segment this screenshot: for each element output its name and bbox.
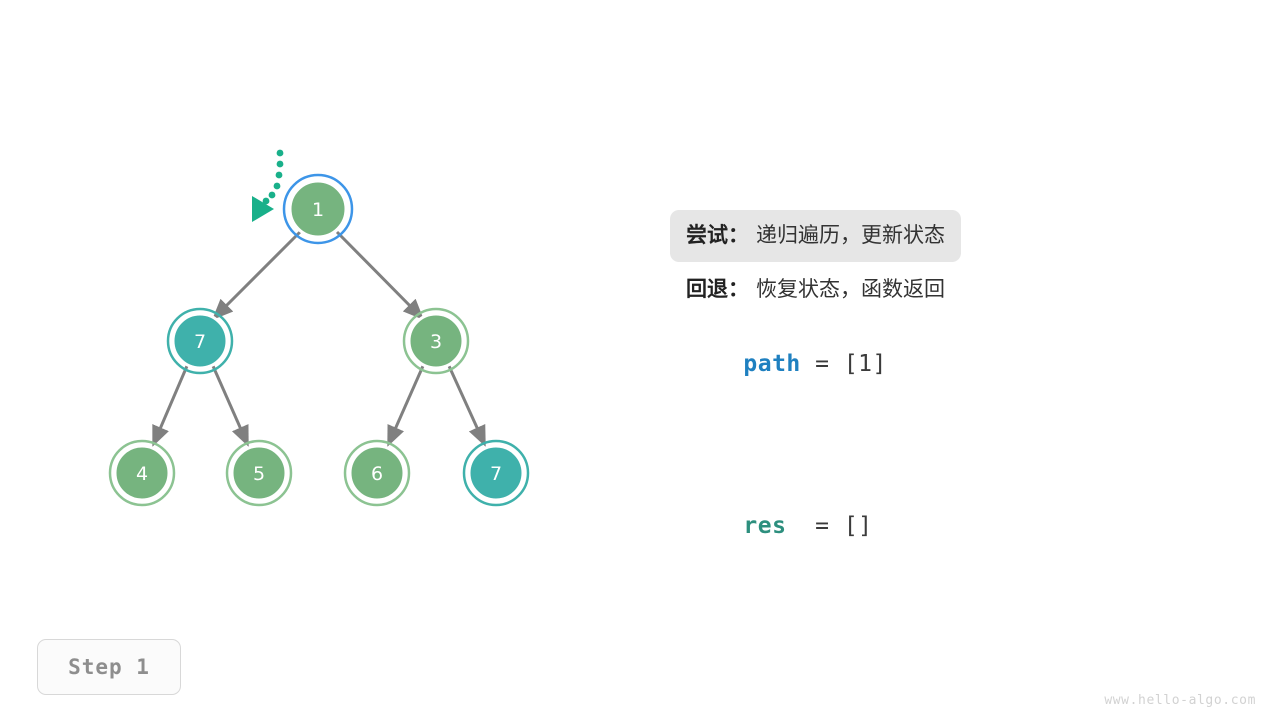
hint-back-text: 恢复状态，函数返回 <box>756 276 945 301</box>
variable-res-equals: = <box>786 513 844 540</box>
watermark: www.hello-algo.com <box>1104 693 1256 708</box>
node-3-circle <box>407 312 465 370</box>
node-5-circle <box>230 444 288 502</box>
variable-res-line: res = [] <box>686 487 1246 565</box>
tree-node-4[interactable]: 4 <box>108 439 176 507</box>
pointer-dot <box>273 182 281 190</box>
node-1-circle <box>288 179 348 239</box>
variable-path-name: path <box>743 351 801 378</box>
edge-7-to-4 <box>152 365 189 447</box>
node-7-left-ring <box>166 307 234 375</box>
pointer-triangle-icon <box>252 196 274 222</box>
variable-path-equals: = <box>800 351 844 378</box>
edge-3-to-7 <box>447 365 486 447</box>
tree-node-7-left[interactable]: 7 <box>166 307 234 375</box>
pointer-dot <box>268 191 276 199</box>
hint-back-row: 回退： 恢复状态，函数返回 <box>686 264 1246 316</box>
hint-try-text: 递归遍历，更新状态 <box>756 223 945 247</box>
pointer-dot <box>262 197 270 205</box>
hint-back-label: 回退： <box>686 276 749 301</box>
info-panel: 尝试： 递归遍历，更新状态 回退： 恢复状态，函数返回 path = [1] r… <box>670 210 1246 565</box>
tree-node-3[interactable]: 3 <box>402 307 470 375</box>
pointer-trail <box>262 149 284 205</box>
variable-path-value: [1] <box>843 351 887 378</box>
tree-diagram: 1 7 3 4 5 6 <box>0 0 620 720</box>
variable-res-value: [] <box>843 513 873 540</box>
step-badge: Step 1 <box>37 639 181 695</box>
node-3-ring <box>402 307 470 375</box>
variable-res-name: res <box>743 513 787 540</box>
variable-path-line: path = [1] <box>686 325 1246 403</box>
node-1-highlight-ring <box>282 173 354 245</box>
edge-1-to-7 <box>212 230 302 320</box>
edge-7-to-5 <box>211 365 249 447</box>
pointer-dot <box>276 149 284 157</box>
pointer-dot <box>276 160 284 168</box>
tree-edges <box>152 230 486 447</box>
edge-3-to-6 <box>387 365 425 447</box>
tree-svg: 1 7 3 4 5 6 <box>108 149 530 507</box>
pointer-dot <box>275 171 283 179</box>
tree-node-6[interactable]: 6 <box>343 439 411 507</box>
node-7-right-circle <box>467 444 525 502</box>
node-4-circle <box>113 444 171 502</box>
step-badge-label: Step 1 <box>68 655 150 679</box>
node-5-ring <box>225 439 293 507</box>
hint-try-row: 尝试： 递归遍历，更新状态 <box>670 210 961 262</box>
tree-node-1[interactable]: 1 <box>282 173 354 245</box>
edge-1-to-3 <box>335 230 424 320</box>
node-6-ring <box>343 439 411 507</box>
node-7-left-circle <box>171 312 229 370</box>
node-4-ring <box>108 439 176 507</box>
tree-node-5[interactable]: 5 <box>225 439 293 507</box>
node-6-circle <box>348 444 406 502</box>
tree-node-7-right[interactable]: 7 <box>462 439 530 507</box>
node-7-right-ring <box>462 439 530 507</box>
hint-try-label: 尝试： <box>686 223 749 247</box>
